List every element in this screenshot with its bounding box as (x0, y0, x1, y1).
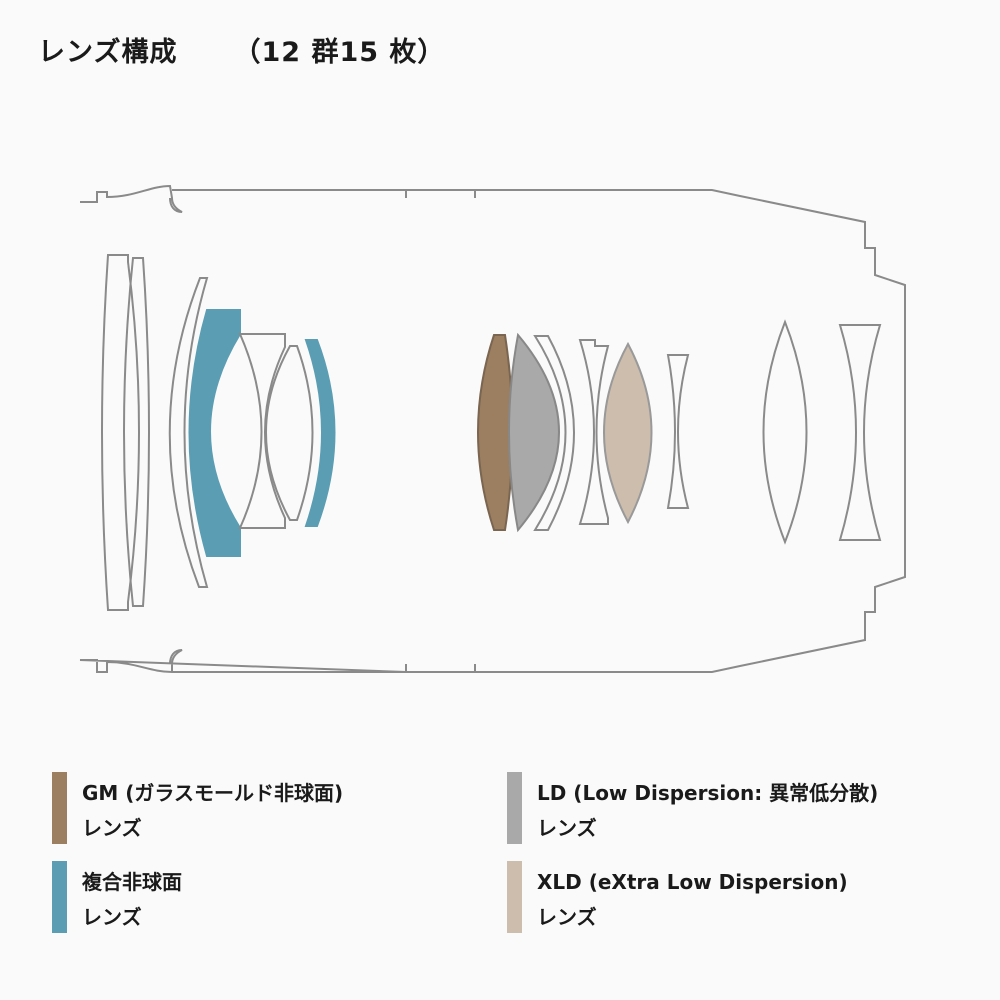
lens-barrel-outline (79, 184, 906, 673)
lens-element-3 (238, 333, 286, 529)
lens-element-5 (533, 335, 575, 531)
lens-element-compound-aspherical-2 (304, 339, 336, 527)
lens-element-xld (603, 341, 653, 525)
lens-element-4 (265, 345, 314, 521)
lens-element-1a (101, 254, 140, 611)
legend-label: XLD (eXtra Low Dispersion) (537, 870, 848, 894)
legend-swatch-xld (507, 861, 522, 933)
lens-element-6 (578, 339, 610, 525)
legend-sublabel: レンズ (82, 905, 142, 929)
page-title: レンズ構成 （12 群15 枚） (38, 30, 445, 69)
lens-element-9 (838, 324, 882, 541)
lens-element-2 (168, 277, 209, 588)
lens-element-8 (762, 319, 808, 545)
title-count: （12 群15 枚） (233, 37, 446, 68)
legend-sublabel: レンズ (82, 816, 142, 840)
lens-element-7 (666, 354, 690, 509)
title-text: レンズ構成 (38, 37, 178, 68)
legend-label: LD (Low Dispersion: 異常低分散) (537, 781, 879, 805)
legend-swatch-gm (52, 772, 67, 844)
lens-element-compound-aspherical-1 (188, 309, 241, 557)
legend-sublabel: レンズ (537, 816, 597, 840)
legend-swatch-ld (507, 772, 522, 844)
lens-element-1b (123, 257, 150, 607)
legend-sublabel: レンズ (537, 905, 597, 929)
lens-element-gm (477, 334, 514, 531)
lens-element-ld (508, 332, 560, 533)
legend-label: 複合非球面 (82, 870, 182, 894)
legend-swatch-compound-aspherical (52, 861, 67, 933)
legend-label: GM (ガラスモールド非球面) (82, 781, 344, 805)
